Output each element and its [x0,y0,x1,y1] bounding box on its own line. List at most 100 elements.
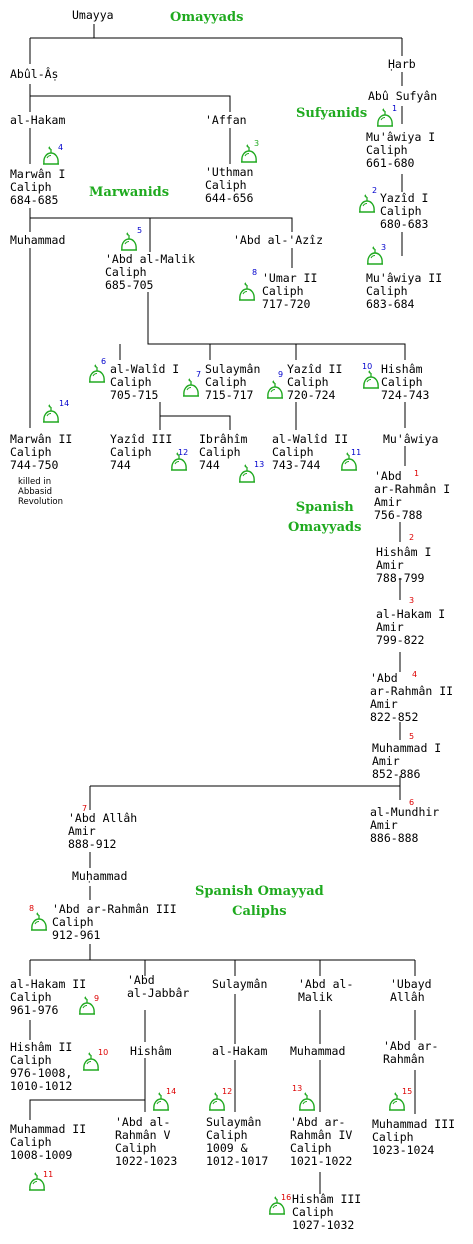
person-abd-jabbar: 'Abd al-Jabbâr [127,973,190,1000]
person-muhammad-2: Muḥammad [72,869,128,883]
person-hisham-3: Hishâm III Caliph 1027-1032 [292,1192,362,1232]
reign-number: 6 [101,357,107,366]
note-marwan-2: killed in Abbasid Revolution [18,477,64,507]
person-hakam-2: al-Hakam II Caliph 961-976 [10,977,87,1017]
reign-number: 1 [414,469,420,478]
person-yazid-1: Yazîd I Caliph 680-683 [380,191,429,231]
person-abd-rahman-4: 'Abd ar- Rahmân IV Caliph 1021-1022 [290,1115,353,1168]
crown-icon [43,404,59,423]
reign-number: 3 [381,243,387,252]
dynasty-spanish-omayyads: Spanish Omayyads [288,500,362,535]
person-sulayman-b: Sulaymân [212,977,268,991]
reign-number: 12 [178,448,189,457]
reign-number: 11 [351,448,362,457]
dynasty-marwanids: Marwanids [89,185,170,200]
person-abd-rahman-1: 'Abd ar-Rahmân I Amir 756-788 [374,469,451,522]
crown-icon [239,282,255,301]
person-mundhir: al-Mundhir Amir 886-888 [370,805,440,845]
crown-icon [79,996,95,1015]
person-hisham: Hishâm Caliph 724-743 [381,362,430,402]
reign-number: 7 [196,370,202,379]
person-sulayman: Sulaymân Caliph 715-717 [205,362,261,402]
reign-number: 9 [94,994,100,1003]
person-abd-rahman-3: 'Abd ar-Rahmân III Caliph 912-961 [52,902,177,942]
person-abd-rahman-b: 'Abd ar- Rahmân [383,1039,439,1066]
crown-icon [153,1092,169,1111]
person-muawiya-1: Mu'âwiya I Caliph 661-680 [366,130,436,170]
reign-number: 2 [372,186,378,195]
person-affan: 'Affan [205,113,247,127]
reign-number: 5 [409,732,415,741]
person-sulayman-c: Sulaymân Caliph 1009 & 1012-1017 [206,1115,269,1168]
reign-number: 4 [412,670,418,679]
reign-number: 6 [409,798,415,807]
person-walid-2: al-Walîd II Caliph 743-744 [272,432,349,472]
person-abd-rahman-5: 'Abd al- Rahmân V Caliph 1022-1023 [115,1115,178,1168]
person-hisham-b: Hishâm [130,1044,172,1058]
person-ubayd-allah: 'Ubayd Allâh [390,977,432,1004]
crown-icon [239,464,255,483]
person-marwan-2: Marwân II Caliph 744-750 [10,432,73,472]
dynasty-omayyads: Omayyads [170,10,244,25]
person-abd-allah: 'Abd Allâh Amir 888-912 [68,811,138,851]
reign-number: 16 [281,1193,292,1202]
person-muhammad-1-amir: Muhammad I Amir 852-886 [372,741,442,781]
person-hisham-1: Hishâm I Amir 788-799 [376,545,432,585]
person-abd-al-malik: 'Abd al-Malik Caliph 685-705 [105,252,196,292]
crown-icon [29,1172,45,1191]
crown-icon [83,1052,99,1071]
person-muhammad-iii: Muhammad III Caliph 1023-1024 [372,1117,456,1157]
reign-number: 14 [59,399,70,408]
dynasty-sufyanids: Sufyanids [296,106,368,121]
crown-icon [299,1092,315,1111]
person-abul-as: Abûl-Âṣ [10,67,59,81]
crown-icon [89,364,105,383]
person-yazid-2: Yazîd II Caliph 720-724 [287,362,343,402]
reign-number: 3 [254,139,260,148]
person-umar-2: 'Umar II Caliph 717-720 [262,271,318,311]
reign-number: 14 [166,1087,177,1096]
crown-icon [377,108,393,127]
reign-number: 4 [58,143,64,152]
crown-icon [241,144,257,163]
reign-number: 5 [137,226,143,235]
crown-icon [31,912,47,931]
reign-number: 11 [43,1170,54,1179]
crown-icon [341,452,357,471]
person-yazid-3: Yazîd III Caliph 744 [110,432,173,472]
person-muhammad-1: Muhammad [10,233,66,247]
crown-icon [359,194,375,213]
reign-number: 1 [392,104,398,113]
reign-number: 9 [278,370,284,379]
person-hisham-2: Hishâm II Caliph 976-1008, 1010-1012 [10,1040,73,1093]
person-abd-malik-b: 'Abd al- Malik [298,977,354,1004]
person-hakam-1: al-Hakam I Amir 799-822 [376,607,446,647]
person-abd-rahman-2: 'Abd ar-Rahmân II Amir 822-852 [370,671,454,724]
person-marwan-1: Marwân I Caliph 684-685 [10,167,66,207]
crown-icon [269,1196,285,1215]
person-abd-al-aziz: 'Abd al-'Azîz [233,233,324,247]
person-muhammad-b: Muhammad [290,1044,346,1058]
crown-icon [209,1092,225,1111]
crown-icon [171,452,187,471]
person-walid-1: al-Walîd I Caliph 705-715 [110,362,180,402]
person-muawiya-2: Mu'âwiya II Caliph 683-684 [366,271,443,311]
person-muawiya-3: Mu'âwiya [383,432,439,446]
crown-icon [183,378,199,397]
person-ibrahim: Ibrâhîm Caliph 744 [199,432,248,472]
person-abu-sufyan: Abû Sufyân [368,89,438,103]
crown-icon [367,246,383,265]
crown-icon [267,380,283,399]
crown-icon [389,1092,405,1111]
crown-icon [363,370,379,389]
dynasty-spanish-omayyad-caliphs: Spanish Omayyad Caliphs [195,884,324,919]
crown-icon [121,232,137,251]
crown-icon [43,146,59,165]
person-harb: Ḥarb [388,57,416,71]
person-umayya: Umayya [72,8,114,22]
reign-number: 7 [82,804,88,813]
reign-number: 10 [98,1048,109,1057]
reign-number: 13 [254,460,265,469]
person-uthman: 'Uthman Caliph 644-656 [205,165,254,205]
person-al-hakam: al-Hakam [10,113,66,127]
